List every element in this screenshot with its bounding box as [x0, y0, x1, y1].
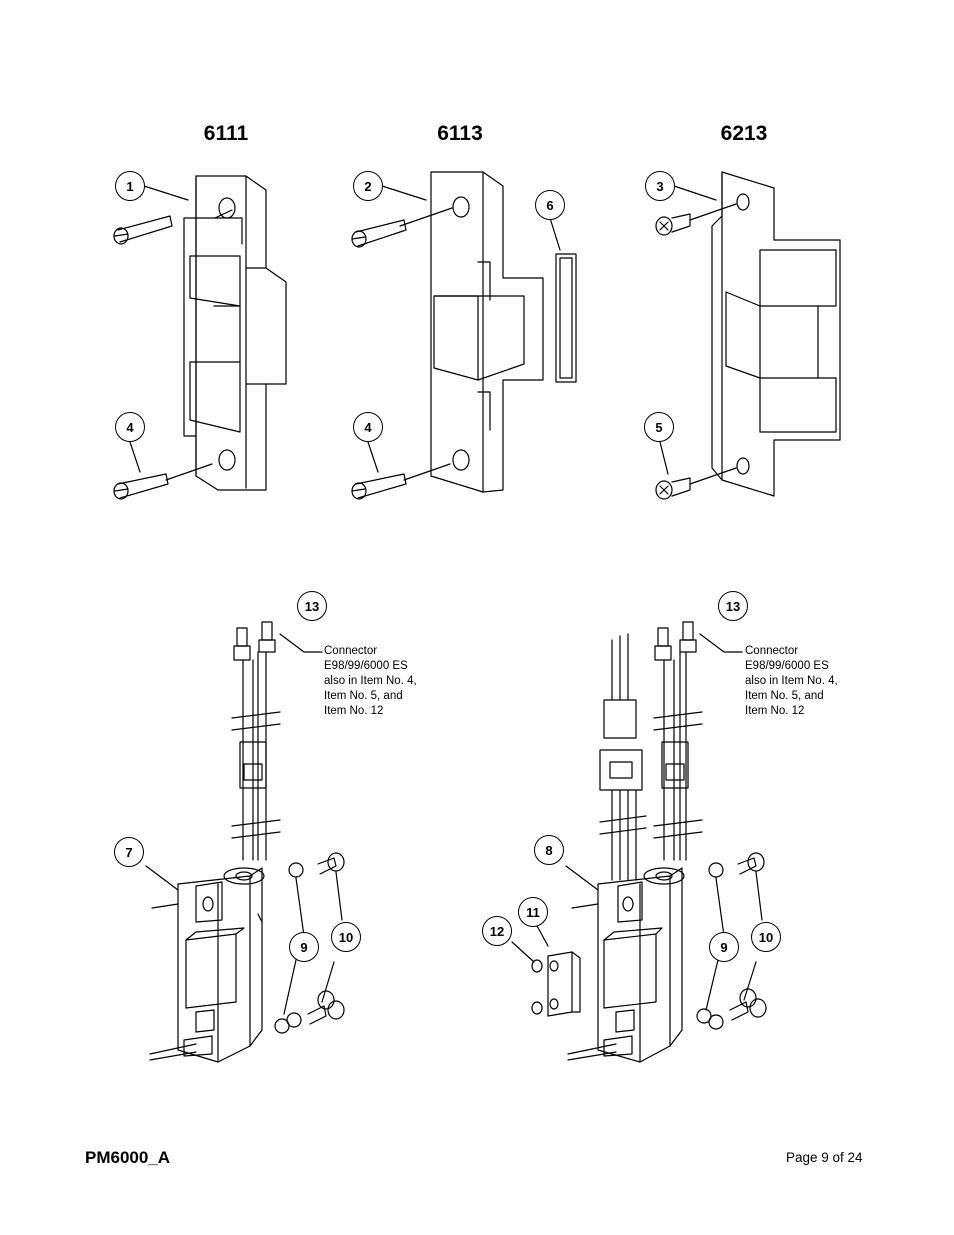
connector-note-left: Connector E98/99/6000 ES also in Item No… [324, 644, 417, 719]
callout-13-left: 13 [297, 591, 327, 621]
model-title-6213: 6213 [720, 122, 768, 145]
callout-6: 6 [535, 190, 565, 220]
callout-11: 11 [518, 897, 548, 927]
callout-9-left: 9 [289, 932, 319, 962]
strike-6113 [352, 172, 576, 499]
model-title-6113: 6113 [437, 122, 483, 145]
callout-2: 2 [353, 171, 383, 201]
callout-3: 3 [645, 171, 675, 201]
note-line: E98/99/6000 ES [745, 660, 829, 672]
callout-4-middle: 4 [353, 412, 383, 442]
note-line: Item No. 5, and [745, 690, 824, 702]
callout-10-right: 10 [751, 922, 781, 952]
strike-6111 [114, 176, 286, 499]
callout-8: 8 [534, 835, 564, 865]
leader-lines-top [130, 186, 736, 484]
note-line: also in Item No. 4, [324, 675, 417, 687]
callout-13-right: 13 [718, 591, 748, 621]
callout-7: 7 [114, 837, 144, 867]
page-number: Page 9 of 24 [786, 1150, 863, 1165]
callout-1: 1 [115, 171, 145, 201]
note-line: also in Item No. 4, [745, 675, 838, 687]
connector-note-right: Connector E98/99/6000 ES also in Item No… [745, 644, 838, 719]
callout-10-left: 10 [331, 922, 361, 952]
note-line: E98/99/6000 ES [324, 660, 408, 672]
note-line: Item No. 12 [324, 705, 384, 717]
note-line: Item No. 5, and [324, 690, 403, 702]
strike-6213 [656, 172, 840, 499]
document-id: PM6000_A [85, 1148, 171, 1167]
callout-12: 12 [482, 916, 512, 946]
note-line: Connector [745, 645, 799, 657]
note-line: Connector [324, 645, 378, 657]
callout-4-left: 4 [115, 412, 145, 442]
callout-9-right: 9 [709, 932, 739, 962]
model-title-6111: 6111 [203, 122, 249, 145]
solenoid-assembly-right [512, 622, 766, 1062]
solenoid-assembly-left [146, 622, 344, 1062]
callout-5: 5 [644, 412, 674, 442]
note-line: Item No. 12 [745, 705, 805, 717]
